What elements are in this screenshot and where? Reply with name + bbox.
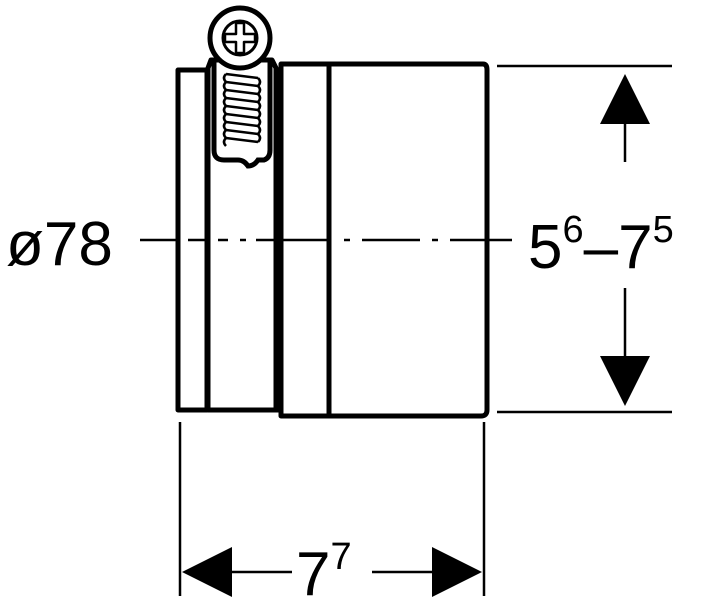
length-base: 7 [296,540,330,601]
clamp-thread [222,72,262,147]
range-max-sup: 5 [653,209,674,251]
diameter-label: ø78 [6,210,113,279]
length-arrow-left-icon [182,547,292,597]
length-arrow-right-icon [372,547,482,597]
range-arrow-up-icon [600,74,650,162]
range-separator: – [584,213,619,282]
range-min-base: 5 [528,213,562,282]
clamp-range-label: 56–75 [528,209,674,282]
length-label: 77 [296,536,352,601]
screw-head-icon [207,5,273,71]
range-arrow-down-icon [600,288,650,406]
range-max-base: 7 [618,213,652,282]
length-sup: 7 [330,536,351,578]
length-extension-lines [178,422,486,596]
range-extension-lines [497,64,672,414]
range-min-sup: 6 [562,209,583,251]
